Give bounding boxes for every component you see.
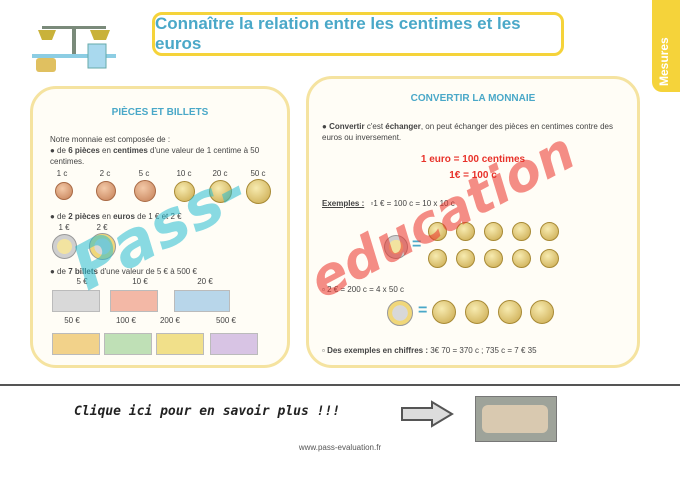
note-label-200: 200 € [159,316,181,325]
category-label: Mesures [657,37,671,86]
convert-title: CONVERTIR LA MONNAIE [410,93,536,104]
coin-1e-example-icon [384,235,408,259]
examples-row-2: ▫ 2 € = 200 c = 4 x 50 c [322,285,405,294]
coin-10c-example-icon [512,222,531,241]
equals-sign-2: = [418,302,428,319]
banknote-20-icon [174,290,230,312]
arrow-right-icon[interactable] [400,400,454,433]
more-info-link[interactable]: Clique ici pour en savoir plus !!! [74,404,341,419]
banknote-500-icon [210,333,258,355]
bullet-coins-euros: ● de 2 pièces en euros de 1 € et 2 € [50,212,182,221]
coin-50c-example-icon [465,300,489,324]
banknote-5-icon [52,290,100,312]
coin-10c-example-icon [484,249,503,268]
coin-2c-icon [96,181,116,201]
coin-label-5c: 5 c [138,169,150,178]
coin-1c-icon [55,182,73,200]
coins-notes-panel [30,86,290,368]
coin-label-2e: 2 € [96,223,108,232]
coin-20c-icon [209,180,232,203]
coin-50c-example-icon [498,300,522,324]
coin-10c-example-icon [540,249,559,268]
coin-50c-example-icon [530,300,554,324]
coin-1e-icon [52,234,77,259]
numeric-examples: ▫ Des exemples en chiffres : 3€ 70 = 370… [322,346,537,355]
page-title: Connaître la relation entre les centimes… [155,14,521,53]
note-label-10: 10 € [132,277,148,286]
separator-line [0,384,680,386]
banknote-50-icon [52,333,100,355]
category-tab: Mesures [652,0,680,92]
note-label-5: 5 € [76,277,88,286]
coin-label-1c: 1 c [56,169,68,178]
coin-5c-icon [134,180,156,202]
coin-label-1e: 1 € [58,223,70,232]
convert-definition: ● Convertir c'est échanger, on peut écha… [322,122,613,142]
note-label-100: 100 € [115,316,137,325]
examples-row-1: Exemples : ▫1 € = 100 c = 10 x 10 c [322,199,455,208]
coin-10c-example-icon [456,222,475,241]
rule-euro-c: 1€ = 100 c [449,170,497,181]
intro-text: Notre monnaie est composée de : [50,135,171,144]
coin-10c-example-icon [484,222,503,241]
scale-logo [32,18,116,76]
bullet-coins-cents: ● de 6 pièces en centimes d'une valeur d… [50,146,260,166]
note-label-500: 500 € [215,316,237,325]
coin-10c-icon [174,181,195,202]
coin-label-2c: 2 c [99,169,111,178]
banknote-100-icon [104,333,152,355]
coin-label-10c: 10 c [176,169,192,178]
bullet-notes: ● de 7 billets d'une valeur de 5 € à 500… [50,267,197,276]
rule-euro-centimes: 1 euro = 100 centimes [420,154,526,165]
coin-2e-icon [89,233,116,260]
coin-10c-example-icon [540,222,559,241]
equals-sign-1: = [412,236,422,253]
page-title-box: Connaître la relation entre les centimes… [152,12,564,56]
preview-thumbnail[interactable] [475,396,557,442]
note-label-50: 50 € [64,316,80,325]
coin-50c-example-icon [432,300,456,324]
coin-10c-example-icon [512,249,531,268]
note-label-20: 20 € [197,277,213,286]
coin-10c-example-icon [428,222,447,241]
coin-10c-example-icon [456,249,475,268]
coin-10c-example-icon [428,249,447,268]
website-url: www.pass-evaluation.fr [298,443,382,452]
coin-label-20c: 20 c [212,169,228,178]
coin-2e-example-icon [387,300,413,326]
banknote-10-icon [110,290,158,312]
coin-label-50c: 50 c [250,169,266,178]
banknote-200-icon [156,333,204,355]
balance-icon [32,26,116,72]
coins-notes-title: PIÈCES ET BILLETS [111,107,209,118]
coin-50c-icon [246,179,271,204]
